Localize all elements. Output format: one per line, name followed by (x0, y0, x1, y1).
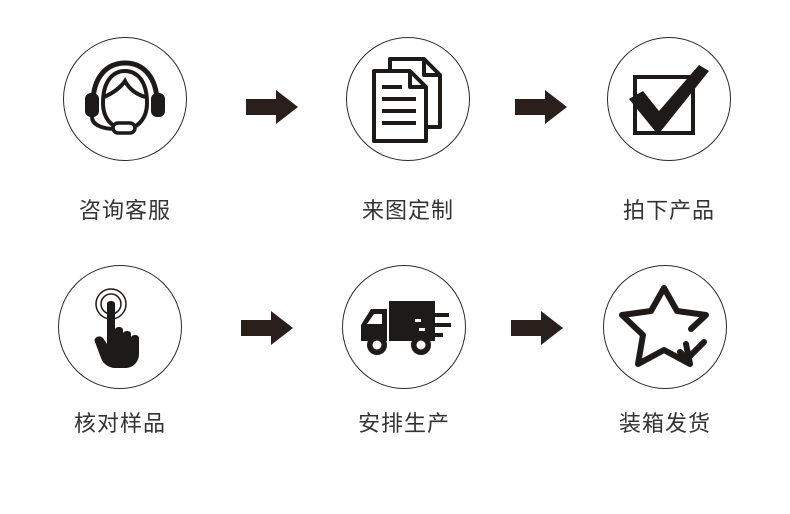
documents-icon (372, 57, 442, 143)
step-1-label: 咨询客服 (78, 199, 171, 224)
arrow-right-icon (515, 90, 567, 124)
step-3-label: 拍下产品 (622, 199, 715, 224)
step-4-label: 核对样品 (73, 412, 166, 437)
arrow-right-icon (246, 90, 298, 124)
step-3-circle (607, 37, 731, 161)
step-5-circle (342, 265, 466, 389)
step-1-circle (63, 37, 187, 161)
arrow-right-icon (241, 311, 293, 345)
arrow-right-icon (511, 311, 563, 345)
step-4-circle (58, 265, 182, 389)
hand-tap-icon (94, 288, 139, 368)
checkbox-check-icon (629, 65, 709, 135)
step-5-label: 安排生产 (357, 412, 450, 437)
step-6-circle (603, 265, 727, 389)
delivery-truck-icon (361, 301, 451, 355)
headset-agent-icon (85, 60, 165, 135)
step-6-label: 装箱发货 (618, 412, 711, 437)
star-check-icon (619, 285, 709, 367)
step-2-circle (346, 37, 470, 161)
step-2-label: 来图定制 (361, 199, 454, 224)
